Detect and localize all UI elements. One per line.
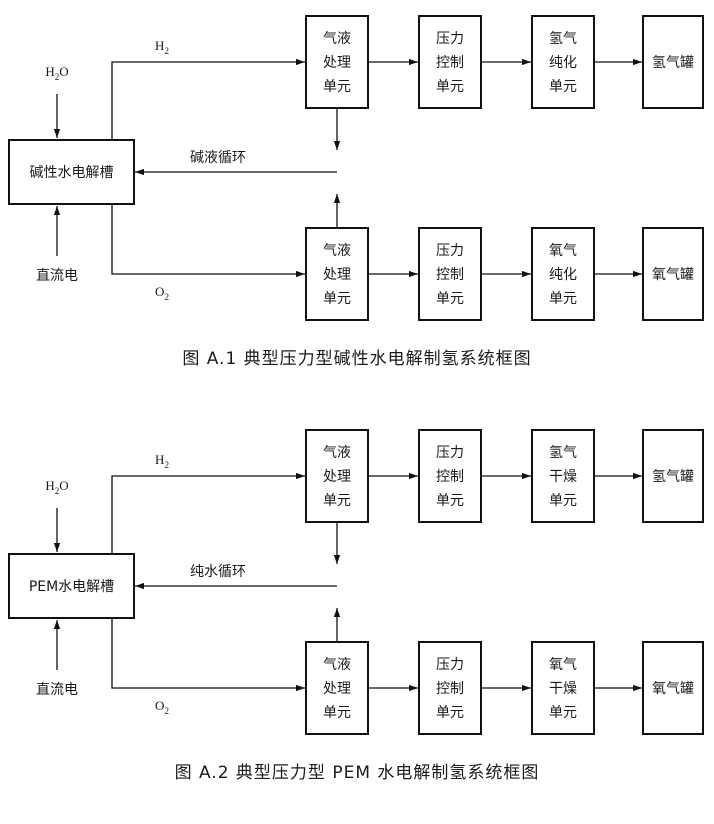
h2-unit-label-3: 纯化 [549,55,577,71]
o2-unit-label-2: 控制 [436,681,464,697]
o2-unit-label-2: 压力 [436,243,464,259]
o2-unit-label-1: 处理 [323,681,351,697]
h2-label-subscript: 2 [164,46,169,56]
h2-unit-label-3: 单元 [549,493,577,509]
h2-unit-label-3: 干燥 [549,469,577,485]
h2-flow-line [111,58,305,140]
o2-unit-label-1: 气液 [323,243,351,259]
h2-unit-label-1: 气液 [323,445,351,461]
h2-unit-box-1 [305,15,369,109]
figure-caption: 图 A.1 典型压力型碱性水电解制氢系统框图 [182,349,531,369]
h2-unit-label-3: 单元 [549,79,577,95]
o2-unit-label-4: 氧气罐 [652,681,694,697]
o2-unit-label-1: 气液 [323,657,351,673]
h2-unit-box-3 [531,15,595,109]
o2-unit-box-3 [531,227,595,321]
o2-unit-box-3 [531,641,595,735]
electrolyzer-box [8,139,135,205]
o2-unit-label-2: 单元 [436,291,464,307]
o2-unit-label-4: 氧气罐 [652,267,694,283]
h2-unit-label-2: 单元 [436,493,464,509]
o2-unit-label-3: 单元 [549,291,577,307]
h2-unit-label-3: 氢气 [549,31,577,47]
h2-unit-label-1: 单元 [323,493,351,509]
h2-unit-label-3: 氢气 [549,445,577,461]
o2-label-subscript: 2 [164,706,169,716]
figure-caption: 图 A.2 典型压力型 PEM 水电解制氢系统框图 [175,763,540,783]
o2-unit-label-3: 氧气 [549,243,577,259]
h2-label-symbol: H [155,38,164,53]
o2-unit-box-4 [642,227,704,321]
h2-label: H2 [155,452,169,470]
water-input-label-symbol: H [45,64,54,79]
h2-unit-label-2: 控制 [436,469,464,485]
h2-label-subscript: 2 [164,460,169,470]
o2-unit-label-1: 单元 [323,705,351,721]
h2-unit-label-4: 氢气罐 [652,469,694,485]
h2-unit-label-4: 氢气罐 [652,55,694,71]
electrolyzer-label: 碱性水电解槽 [30,165,114,181]
o2-label: O2 [155,698,169,716]
electrolyzer-box [8,553,135,619]
recycle-label: 碱液循环 [190,150,246,166]
h2-label-symbol: H [155,452,164,467]
h2-unit-box-4 [642,15,704,109]
o2-unit-label-2: 控制 [436,267,464,283]
h2-unit-label-2: 压力 [436,31,464,47]
water-input-label-subscript: 2 [55,72,60,82]
o2-unit-label-3: 干燥 [549,681,577,697]
recycle-label: 纯水循环 [190,564,246,580]
o2-unit-label-3: 单元 [549,705,577,721]
water-input-label: H2O [45,64,68,82]
h2-unit-label-2: 压力 [436,445,464,461]
figure-2: PEM水电解槽H2O直流电H2O2纯水循环气液处理单元压力控制单元氢气干燥单元氢… [8,429,704,783]
h2-unit-label-1: 处理 [323,55,351,71]
electrolyzer-label: PEM水电解槽 [29,579,114,595]
o2-label-symbol: O [155,284,164,299]
water-input-label-subscript: 2 [55,486,60,496]
o2-unit-label-3: 氧气 [549,657,577,673]
h2-unit-box-1 [305,429,369,523]
power-input-label: 直流电 [36,681,78,698]
h2-unit-box-3 [531,429,595,523]
o2-flow-line [111,618,305,692]
figure-1: 碱性水电解槽H2O直流电H2O2碱液循环气液处理单元压力控制单元氢气纯化单元氢气… [8,15,704,369]
h2-label: H2 [155,38,169,56]
o2-unit-box-4 [642,641,704,735]
water-input-label: H2O [45,478,68,496]
h2-unit-label-1: 单元 [323,79,351,95]
water-input-label-tail: O [59,64,68,79]
o2-unit-label-1: 单元 [323,291,351,307]
h2-unit-label-1: 处理 [323,469,351,485]
o2-label-symbol: O [155,698,164,713]
o2-unit-label-1: 处理 [323,267,351,283]
o2-label: O2 [155,284,169,302]
h2-unit-box-2 [418,15,482,109]
h2-unit-label-2: 控制 [436,55,464,71]
h2-flow-line [111,472,305,554]
o2-unit-box-1 [305,641,369,735]
power-input-label: 直流电 [36,267,78,284]
o2-unit-label-2: 压力 [436,657,464,673]
o2-unit-label-3: 纯化 [549,267,577,283]
o2-unit-box-2 [418,641,482,735]
o2-label-subscript: 2 [164,292,169,302]
h2-unit-label-2: 单元 [436,79,464,95]
h2-unit-box-4 [642,429,704,523]
h2-unit-label-1: 气液 [323,31,351,47]
water-input-label-tail: O [59,478,68,493]
o2-flow-line [111,204,305,278]
o2-unit-label-2: 单元 [436,705,464,721]
water-input-label-symbol: H [45,478,54,493]
